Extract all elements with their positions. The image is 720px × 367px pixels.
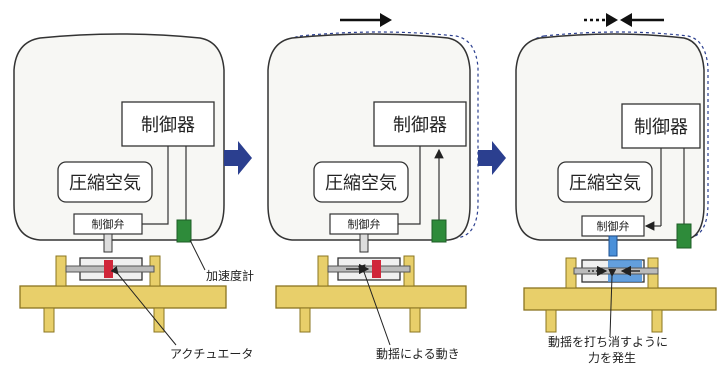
beam-2	[275, 285, 467, 309]
valve-label-1: 制御弁	[92, 217, 125, 231]
flow-arrow-1	[224, 141, 252, 175]
leader-accel-1	[189, 239, 206, 271]
panel-3: 制御器 圧縮空気 制御弁 動揺を打ち消すように 力を発生	[515, 13, 717, 365]
car-displaced-2	[275, 31, 479, 239]
accelerometer-1	[176, 219, 192, 243]
valve-stem-1	[103, 233, 113, 253]
dotted-arrow-head-3	[606, 13, 618, 27]
valve-label-3: 制御弁	[597, 219, 630, 233]
air-label-2: 圧縮空気	[325, 173, 397, 194]
valve-stem-3	[608, 235, 618, 257]
motion-label: 動揺による動き	[376, 347, 460, 361]
panel-2: 制御器 圧縮空気 制御弁 動揺による動き	[267, 13, 479, 361]
leader-actuator-1	[110, 266, 177, 346]
controller-label-3: 制御器	[634, 117, 688, 138]
leader-motion-2	[357, 264, 391, 346]
leg-1b	[153, 307, 165, 333]
counter-label-line1: 動揺を打ち消すように	[548, 335, 668, 349]
controller-box-2	[373, 101, 467, 147]
piston-rod-3	[573, 267, 659, 275]
leg-3a	[545, 309, 557, 333]
piston-rod-2	[327, 265, 411, 273]
wire-ctrl-valve-1	[142, 146, 169, 225]
valve-stem-2	[359, 233, 369, 253]
controller-box-1	[121, 101, 215, 147]
actuator-red-1	[104, 260, 113, 278]
wire-ctrl-valve-2	[398, 146, 421, 225]
counter-label-line2: 力を発生	[588, 351, 636, 365]
leg-3b	[651, 309, 663, 333]
leg-2b	[409, 307, 421, 333]
leader-counter-3	[608, 268, 617, 337]
air-box-3	[557, 161, 653, 203]
post-1a	[55, 255, 67, 287]
air-box-1	[57, 161, 153, 203]
controller-label-1: 制御器	[141, 115, 195, 136]
air-label-1: 圧縮空気	[69, 173, 141, 194]
controller-label-2: 制御器	[393, 115, 447, 136]
post-2a	[317, 255, 329, 287]
panel-1: 制御器 圧縮空気 制御弁 加速度計 アクチュエータ	[13, 33, 254, 361]
beam-3	[523, 287, 717, 311]
air-label-3: 圧縮空気	[569, 173, 641, 194]
actuator-red-2	[372, 260, 381, 278]
valve-label-2: 制御弁	[348, 217, 381, 231]
motion-arrow-head-2	[380, 13, 392, 27]
leg-1a	[43, 307, 55, 333]
counter-arrow-head-3	[620, 13, 632, 27]
leg-2a	[299, 307, 311, 333]
accel-label: 加速度計	[206, 268, 254, 283]
air-box-2	[313, 161, 409, 203]
accelerometer-3	[676, 223, 692, 249]
actuator-label: アクチュエータ	[170, 347, 253, 361]
beam-1	[19, 285, 227, 309]
flow-arrow-2	[478, 141, 506, 175]
accelerometer-2	[431, 219, 447, 243]
controller-box-3	[621, 103, 701, 149]
